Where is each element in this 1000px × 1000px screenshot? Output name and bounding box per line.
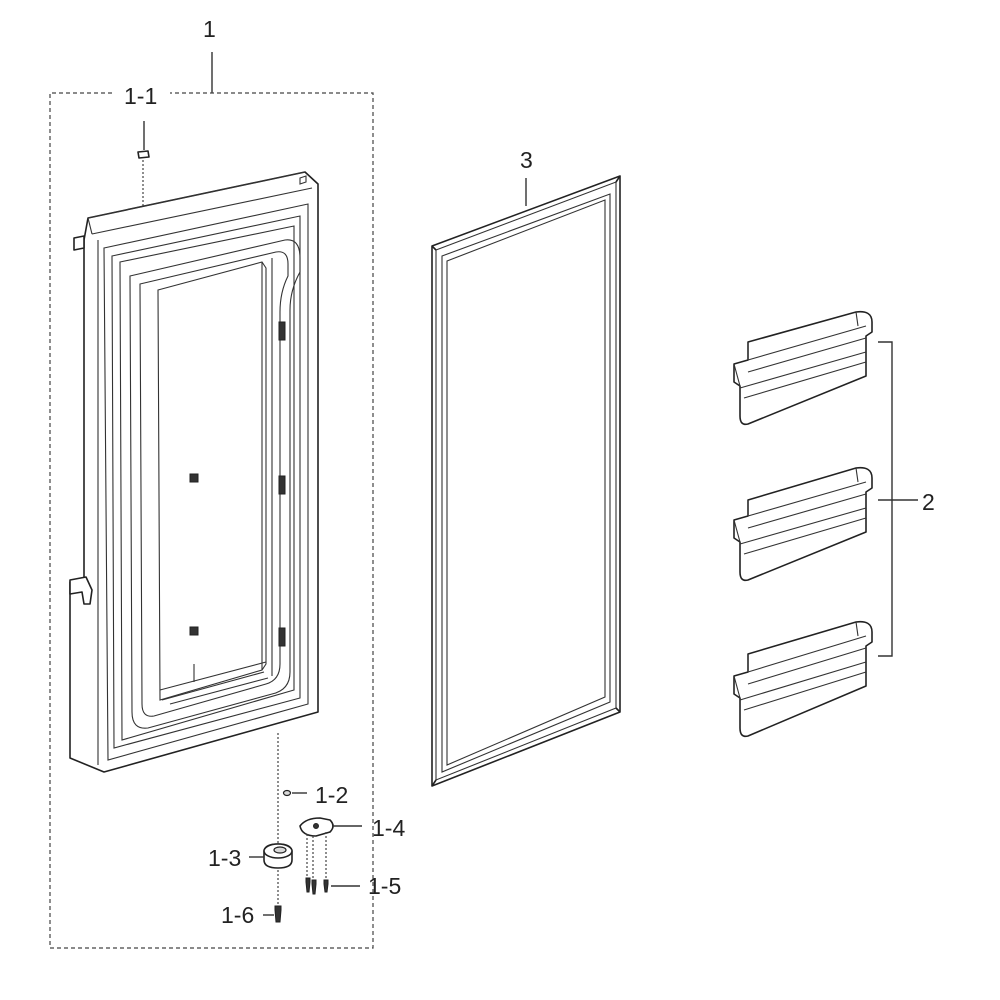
hinge-plate-part	[299, 817, 362, 880]
gasket-part	[431, 175, 621, 787]
door-bin-middle	[733, 466, 873, 582]
plate-screws-part	[305, 877, 360, 895]
label-lower-hinge-cam: 1-3	[208, 845, 241, 871]
lower-hinge-parts	[249, 733, 362, 923]
label-door-assembly: 1	[203, 16, 216, 42]
label-door-bins: 2	[922, 489, 935, 515]
lower-hinge-cam-part	[249, 843, 293, 906]
washer-part	[282, 789, 307, 797]
label-cam-screw: 1-6	[221, 902, 254, 928]
dispenser-cap-part	[137, 121, 150, 218]
door-bin-top	[733, 310, 873, 426]
assembly-boundary	[49, 52, 374, 949]
label-washer: 1-2	[315, 782, 348, 808]
label-hinge-plate: 1-4	[372, 815, 405, 841]
cam-screw-part	[263, 905, 282, 923]
label-dispenser-cap: 1-1	[124, 83, 157, 109]
door-bins-group	[733, 310, 918, 738]
label-gasket: 3	[520, 147, 533, 173]
door-panel	[69, 171, 319, 773]
door-bin-bottom	[733, 620, 873, 738]
